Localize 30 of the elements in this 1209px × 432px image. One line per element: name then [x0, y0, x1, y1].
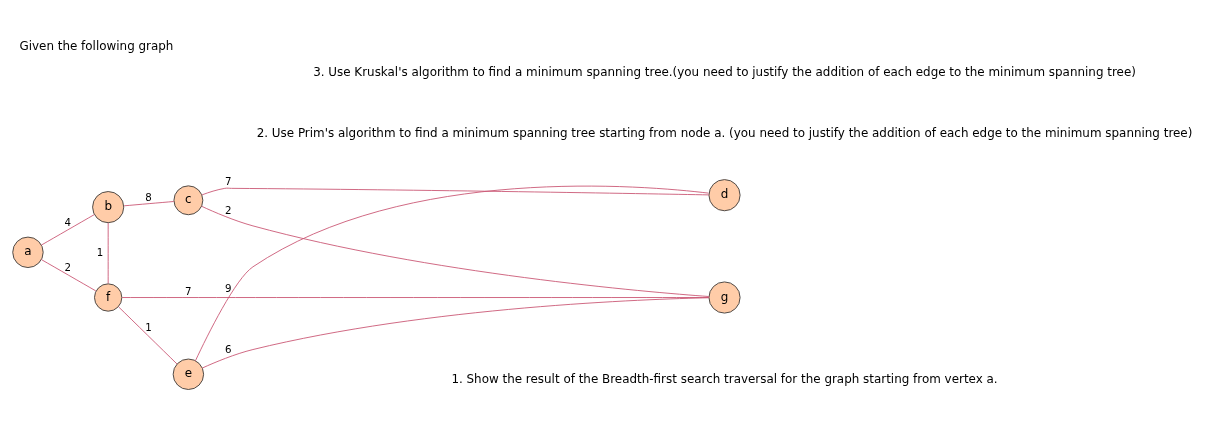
- connector: [41, 213, 95, 245]
- edge-label: 1: [145, 321, 152, 333]
- node-circle: c: [173, 184, 204, 215]
- edge-label: 4: [64, 216, 72, 228]
- connector: [41, 258, 97, 291]
- edge-label: 1: [96, 246, 104, 258]
- node-circle: g: [708, 281, 741, 314]
- connector: [201, 187, 710, 195]
- edge-label: 2: [64, 261, 72, 273]
- diagram-title: Given the following graph: [19, 38, 174, 53]
- edge-label: 8: [145, 191, 152, 203]
- connector: [107, 222, 109, 284]
- edge-label: 2: [224, 204, 232, 216]
- node-circle: e: [172, 358, 205, 390]
- connector: [201, 205, 710, 297]
- label: 1. Show the result of the Breadth-first search traversal for the graph starting from vertex a.: [451, 371, 998, 386]
- connector: [118, 306, 178, 364]
- node-circle: f: [94, 282, 123, 312]
- edge-label: 7: [224, 175, 232, 187]
- node-circle: b: [92, 190, 125, 223]
- edge-label: 6: [224, 343, 232, 355]
- connector: [123, 200, 175, 206]
- node-circle: d: [708, 178, 741, 211]
- label: 3. Use Kruskal's algorithm to find a minimum spanning tree.(you need to justify the addition of each edge to the minimum spanning tree): [313, 64, 1136, 79]
- edge-label: 9: [224, 282, 232, 294]
- edge-label: 7: [185, 285, 192, 297]
- node-circle: a: [12, 236, 44, 268]
- label: 2. Use Prim's algorithm to find a minimum spanning tree starting from node a. (you need to justify the addition of each edge to the minimum spanning tree): [256, 125, 1193, 140]
- connector: [194, 185, 710, 361]
- connector: [201, 296, 710, 368]
